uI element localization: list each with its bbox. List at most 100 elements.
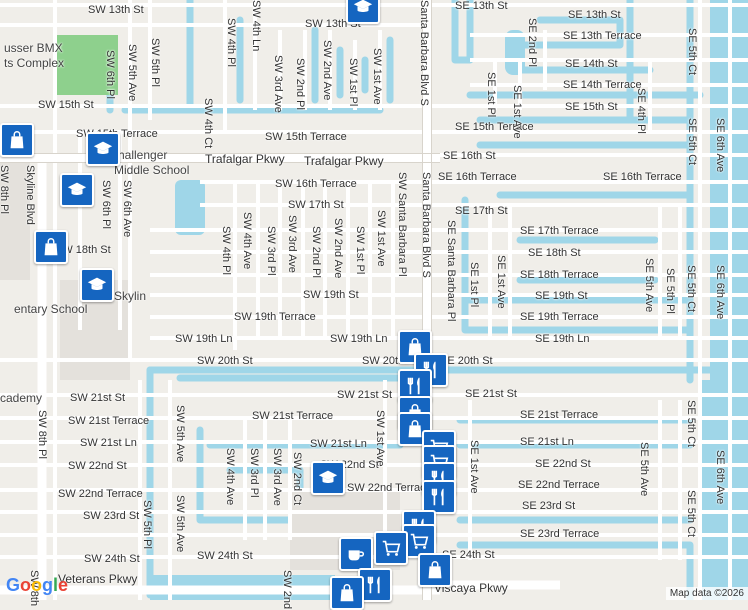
street-label-vertical: SW 6th Pl	[104, 50, 116, 99]
school-pin-icon[interactable]	[80, 268, 114, 302]
street-label-vertical: SE 5th Ct	[685, 490, 697, 538]
street-label: SW 23rd St	[83, 510, 140, 522]
school-pin-icon[interactable]	[346, 0, 380, 24]
street-label: SE 23rd St	[522, 500, 576, 512]
street-label: SE 15th St	[565, 101, 618, 113]
street-label-vertical: SE 1st Ave	[468, 440, 480, 494]
street-label: SW 20th St	[197, 355, 253, 367]
water-canals	[106, 0, 748, 600]
street-label-vertical: SE 5th Ave	[643, 258, 655, 313]
street-label-vertical: SE 6th Ave	[714, 118, 726, 173]
street-label: SW 19th St	[303, 289, 359, 301]
shop-pin-icon[interactable]	[418, 553, 452, 587]
street-label: SE 16th Terrace	[603, 171, 682, 183]
street-label-vertical: SW 2nd Ave	[332, 218, 344, 279]
street-label-vertical: Skyline Blvd	[24, 165, 36, 225]
street-label-vertical: SE 1st Pl	[468, 262, 480, 308]
street-label-vertical: SW 8th Pl	[0, 165, 10, 214]
street-label: SE 21st Terrace	[520, 409, 599, 421]
school-pin-icon[interactable]	[86, 132, 120, 166]
street-label: SE 19th Terrace	[520, 311, 599, 323]
poi-label: cademy	[0, 391, 43, 405]
street-label: SW 22nd Terrace	[347, 482, 432, 494]
street-label: SE 22nd Terrace	[518, 479, 600, 491]
street-label-vertical: SE 5th Ct	[685, 265, 697, 313]
street-label: SW 24th St	[197, 550, 253, 562]
coffee-pin-icon[interactable]	[339, 537, 373, 571]
street-label: SE 16th Terrace	[438, 171, 517, 183]
street-label: SW 21st Ln	[80, 437, 137, 449]
street-label: SE 20th St	[440, 355, 493, 367]
major-road-label: Veterans Pkwy	[58, 572, 138, 586]
street-label: SE 21st St	[465, 388, 517, 400]
street-label: SW 16th Terrace	[275, 178, 357, 190]
street-label-vertical: SW 2nd Pl	[294, 58, 306, 110]
street-label: SE 22nd St	[535, 458, 591, 470]
street-label-vertical: SW 3rd Ave	[272, 55, 284, 113]
street-label-vertical: SW 5th Pl	[141, 500, 153, 549]
street-label: SE 13th St	[568, 9, 621, 21]
street-label: SW 15th St	[38, 99, 94, 111]
street-label: SE 16th St	[443, 150, 496, 162]
street-label-vertical: SE 1st Ave	[495, 255, 507, 309]
shop-pin-icon[interactable]	[330, 576, 364, 610]
street-label: SE 19th Ln	[535, 333, 590, 345]
street-label-vertical: SW 3rd Ave	[286, 215, 298, 273]
poi-label: hallenger	[118, 148, 168, 162]
major-road-label: Trafalgar Pkwy	[304, 154, 384, 168]
street-label-vertical: SW 4th Ave	[224, 448, 236, 506]
cart-pin-icon[interactable]	[374, 531, 408, 565]
street-label-vertical: SW 5th Ave	[174, 495, 186, 553]
street-label: SW 21st Ln	[310, 438, 367, 450]
poi-label: ts Complex	[4, 56, 65, 70]
street-label-vertical: SW 3rd Pl	[248, 448, 260, 498]
street-label-vertical: SW 6th Ave	[121, 180, 133, 238]
street-label: SE 14th St	[565, 58, 618, 70]
street-label-vertical: SE 5th Ct	[686, 28, 698, 76]
street-label: SW 21st Terrace	[68, 415, 150, 427]
major-road-label: Trafalgar Pkwy	[205, 152, 285, 166]
street-label: SW 21st Terrace	[252, 410, 334, 422]
street-label-vertical: SE 2nd Pl	[526, 18, 538, 67]
street-label: SE 17th Terrace	[520, 225, 599, 237]
street-label-vertical: SE 6th Ave	[714, 450, 726, 505]
poi-label: Skylin	[114, 289, 147, 303]
poi-label: entary School	[14, 302, 88, 316]
street-label: SE 17th St	[455, 205, 508, 217]
street-label: SW 19th Ln	[330, 333, 388, 345]
school-pin-icon[interactable]	[60, 173, 94, 207]
street-label: SE 13th Terrace	[563, 30, 642, 42]
major-road-label: Viscaya Pkwy	[434, 581, 508, 595]
street-label: SE 14th Terrace	[563, 79, 642, 91]
street-label-vertical: SE 5th Ct	[686, 118, 698, 166]
shop-pin-icon[interactable]	[0, 123, 34, 157]
street-label: SE 19th St	[535, 290, 588, 302]
shop-pin-icon[interactable]	[34, 230, 68, 264]
street-label-vertical: SE 1st Pl	[485, 72, 497, 118]
street-label-vertical: SE 6th Ave	[714, 265, 726, 320]
street-label-vertical: SW 2nd Pl	[310, 226, 322, 278]
street-label: SE 13th St	[455, 0, 508, 12]
school-pin-icon[interactable]	[311, 461, 345, 495]
street-label-vertical: Santa Barbara Blvd S	[418, 0, 430, 106]
street-label-vertical: SW 5th Ave	[126, 44, 138, 102]
street-label-vertical: SW 1st Ave	[374, 410, 386, 467]
food-pin-icon[interactable]	[422, 480, 456, 514]
poi-label: usser BMX	[4, 41, 63, 55]
park-area	[55, 35, 118, 95]
street-label-vertical: SW 4th Pl	[225, 18, 237, 67]
street-label: SE 24th St	[442, 549, 495, 561]
street-label-vertical: SW 3rd Pl	[265, 226, 277, 276]
street-label-vertical: SE 5th Ct	[685, 400, 697, 448]
street-label-vertical: SE 5th Ave	[638, 442, 650, 497]
street-label: SE 18th St	[528, 247, 581, 259]
street-label-vertical: SW 5th Pl	[149, 38, 161, 87]
street-label: SW 22nd St	[68, 460, 127, 472]
map-attribution[interactable]: Map data ©2026	[665, 587, 748, 600]
street-label-vertical: SE Santa Barbara Pl	[445, 220, 457, 322]
street-label: SW 19th Terrace	[234, 311, 316, 323]
street-label: SW 21st St	[70, 392, 126, 404]
street-label-vertical: SW 2nd Ave	[321, 40, 333, 101]
street-label: SE 18th Terrace	[520, 269, 599, 281]
